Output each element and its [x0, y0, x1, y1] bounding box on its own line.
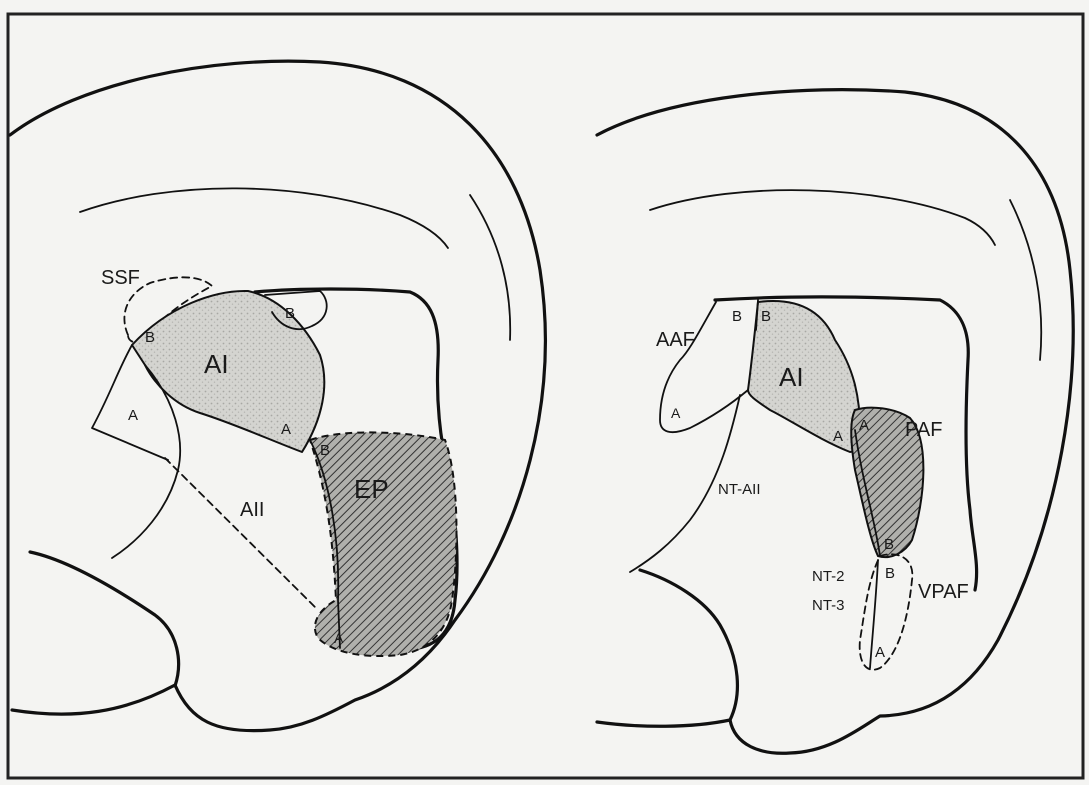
ssf-label: SSF — [101, 267, 140, 289]
nt-aii-label: NT-AII — [718, 481, 761, 498]
right-sulcus-upper — [650, 190, 995, 245]
b-paf-label: B — [884, 536, 894, 553]
b-right-label: B — [761, 308, 771, 325]
aii-label: AII — [240, 499, 264, 521]
b-left-label: B — [732, 308, 742, 325]
ep-region — [310, 432, 456, 656]
left-sulcus-inner-arc — [470, 195, 510, 340]
a-vpaf-label: A — [875, 644, 885, 661]
aii-dashed-boundary — [165, 458, 318, 610]
ai-right-label: AI — [779, 362, 804, 392]
nt3-label: NT-3 — [812, 597, 845, 614]
nt2-label: NT-2 — [812, 568, 845, 585]
left-brain-panel — [10, 61, 545, 731]
b-top-label: B — [285, 305, 295, 322]
a-aaf-label: A — [671, 405, 681, 421]
aaf-label: AAF — [656, 329, 695, 351]
right-sulcus-inner-arc — [1010, 200, 1041, 360]
paf-label: PAF — [905, 419, 942, 441]
right-brain-panel — [597, 90, 1073, 754]
b-vpaf-label: B — [885, 565, 895, 582]
left-lower-contour — [30, 552, 179, 686]
vpaf-label: VPAF — [918, 581, 969, 603]
a-ai-label: A — [281, 421, 291, 438]
a-ep-label: A — [334, 630, 344, 646]
ai-left-label: AI — [204, 349, 229, 379]
right-lower-contour — [640, 570, 737, 720]
b-ep-label: B — [320, 442, 330, 459]
a-paf-label: A — [859, 417, 869, 434]
left-sulcus-upper — [80, 188, 448, 248]
a-ai-right-label: A — [833, 428, 843, 445]
b-ai-label: B — [145, 329, 155, 346]
a-front-label: A — [128, 407, 138, 424]
ep-label: EP — [354, 474, 389, 504]
